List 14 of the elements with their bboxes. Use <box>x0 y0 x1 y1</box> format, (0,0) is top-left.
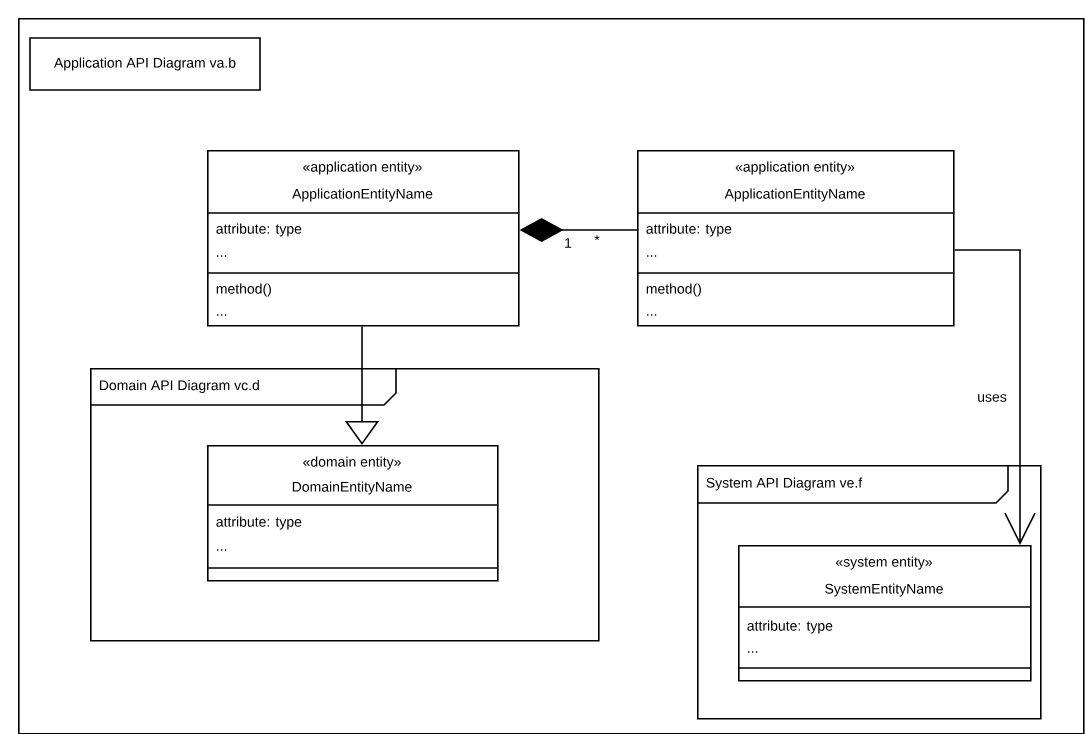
frame-title: Domain API Diagram vc.d <box>99 379 259 393</box>
multiplicity: * <box>594 235 600 241</box>
class-box: «domain entity» DomainEntityName attribute: type ... <box>206 445 499 582</box>
class-box: «application entity» ApplicationEntityName attribute: type ... method() ... <box>206 150 520 327</box>
diagram-frame <box>18 18 1085 734</box>
frame-title: Application API Diagram va.b <box>54 57 236 71</box>
diagram-frame <box>696 464 1042 720</box>
multiplicity: 1 <box>565 238 572 248</box>
class-box: «application entity» ApplicationEntityName attribute: type ... method() ... <box>636 150 955 327</box>
edge-label: uses <box>975 392 1009 404</box>
frame-title: System API Diagram ve.f <box>706 477 863 491</box>
diagram-frame <box>89 367 600 642</box>
class-box: «system entity» SystemEntityName attribute: type ... <box>737 545 1032 682</box>
dependency-arrow <box>953 249 1036 545</box>
